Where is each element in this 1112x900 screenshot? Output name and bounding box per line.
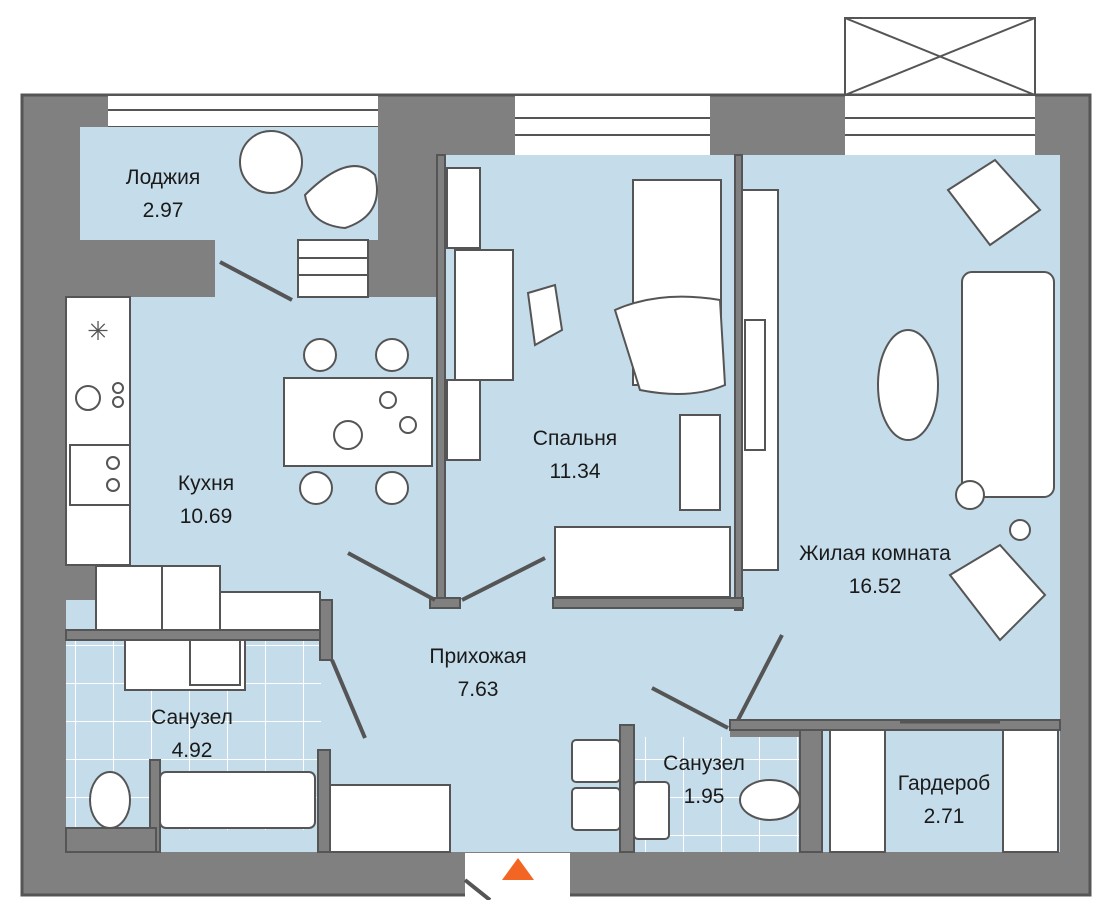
- room-name-hallway: Прихожая: [429, 645, 526, 668]
- interior-walls: [65, 154, 1061, 853]
- room-area-bathroom-2: 1.95: [684, 785, 725, 808]
- room-name-kitchen: Кухня: [178, 472, 234, 495]
- furniture: ✳: [69, 130, 1059, 853]
- windows: [108, 96, 1035, 155]
- loggia-table: [239, 130, 303, 194]
- sofa: [961, 271, 1055, 498]
- entrance-marker-icon: [502, 858, 534, 880]
- room-name-living: Жилая комната: [799, 542, 951, 565]
- room-area-bathroom-1: 4.92: [172, 739, 213, 762]
- room-area-living: 16.52: [849, 575, 902, 598]
- loggia-door-passage: [215, 238, 298, 300]
- balcony-box: [844, 17, 1036, 96]
- room-name-bedroom: Спальня: [533, 427, 617, 450]
- room-area-hallway: 7.63: [458, 678, 499, 701]
- kitchen-counter-left: [65, 296, 131, 566]
- room-name-loggia: Лоджия: [126, 166, 200, 189]
- room-name-bathroom-2: Санузел: [663, 752, 745, 775]
- loggia-chair: [303, 165, 378, 230]
- bathtub: [159, 771, 316, 829]
- room-area-bedroom: 11.34: [550, 460, 601, 483]
- room-area-wardrobe: 2.71: [924, 805, 965, 828]
- room-area-kitchen: 10.69: [180, 505, 233, 528]
- fridge-icon: ✳: [87, 316, 109, 346]
- room-area-loggia: 2.97: [143, 199, 184, 222]
- room-name-bathroom-1: Санузел: [151, 706, 233, 729]
- desk: [454, 249, 514, 381]
- room-name-wardrobe: Гардероб: [898, 772, 990, 795]
- room-labels: Лоджия 2.97 Кухня 10.69 Спальня 11.34 Жи…: [126, 166, 990, 828]
- doors: [219, 260, 1000, 739]
